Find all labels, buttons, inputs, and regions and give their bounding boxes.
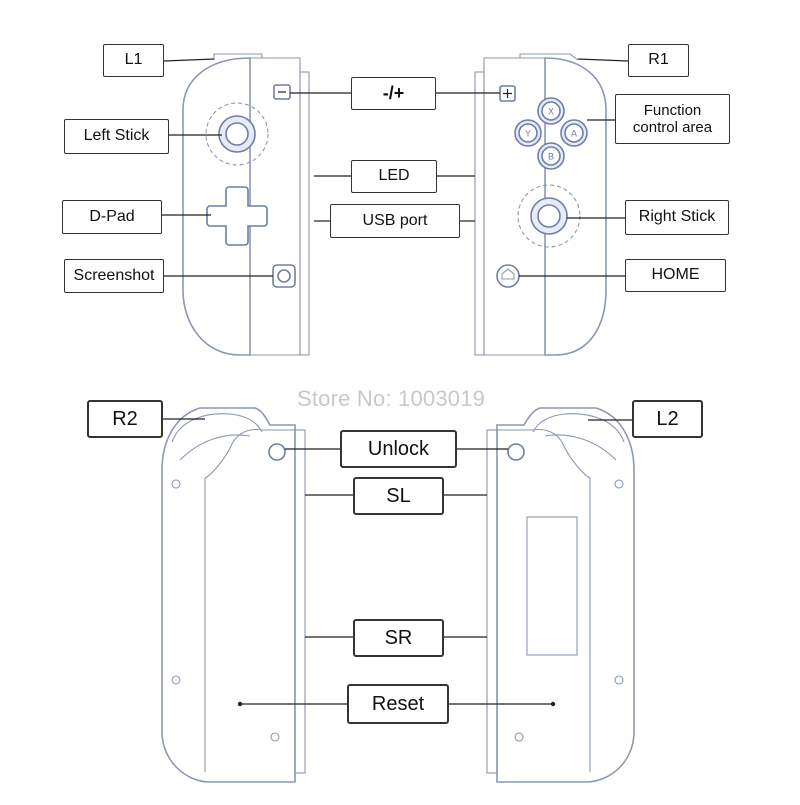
label-panel [526, 516, 578, 656]
face-buttons: X Y A B [514, 97, 588, 170]
b-button-label: B [548, 152, 554, 162]
label-unlock: Unlock [340, 430, 457, 468]
right-grip-back [486, 407, 635, 783]
left-grip-back [161, 407, 306, 783]
label-l1: L1 [103, 44, 164, 77]
leader-lines [162, 58, 632, 707]
label-home: HOME [625, 259, 726, 292]
label-led: LED [351, 160, 437, 193]
label-r2: R2 [87, 400, 163, 438]
store-watermark: Store No: 1003019 [297, 386, 486, 411]
label-sr: SR [353, 619, 444, 657]
right-joycon-front: X Y A B [474, 53, 607, 356]
left-stick-ring-icon [205, 102, 269, 166]
label-usb-port: USB port [330, 204, 460, 238]
right-stick-ring-icon [517, 184, 581, 248]
dpad-icon [206, 186, 268, 246]
label-screenshot: Screenshot [64, 259, 164, 293]
a-button-label: A [571, 129, 577, 139]
label-function-control-area: Function control area [615, 94, 730, 144]
y-button-label: Y [525, 129, 531, 139]
label-right-stick: Right Stick [625, 200, 729, 235]
label-r1: R1 [628, 44, 689, 77]
label-left-stick: Left Stick [64, 119, 169, 154]
left-joycon-front [182, 53, 310, 356]
label-reset: Reset [347, 684, 449, 724]
x-button-label: X [548, 107, 554, 117]
label-sl: SL [353, 477, 444, 515]
label-dpad: D-Pad [62, 200, 162, 234]
label-minus-plus: -/+ [351, 77, 436, 110]
right-unlock-button-icon [507, 443, 525, 461]
label-l2: L2 [632, 400, 703, 438]
left-unlock-button-icon [268, 443, 286, 461]
